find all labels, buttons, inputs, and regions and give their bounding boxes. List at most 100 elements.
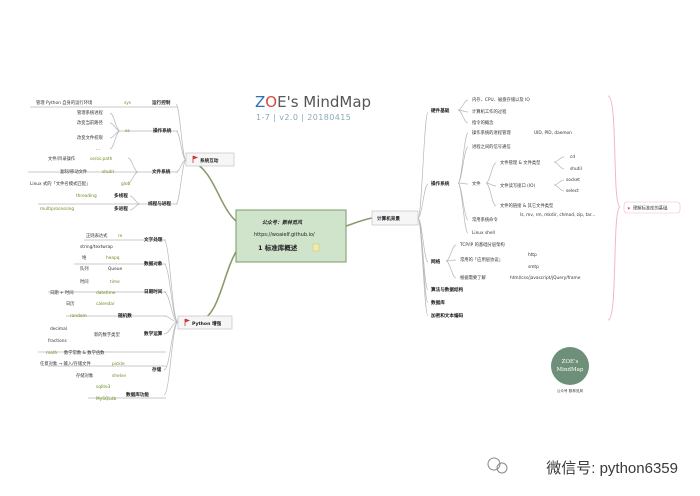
node-calendar: 日历 (66, 301, 75, 307)
node-app-protocols: 常用的「应用层协议」 (460, 256, 503, 263)
module-fractions[interactable]: fractions (48, 338, 68, 344)
module-decimal[interactable]: decimal (50, 326, 67, 332)
mindmap-title: ZOE's MindMap 1-7 | v2.0 | 20180415 (255, 93, 371, 122)
flag-icon (184, 318, 191, 326)
node-hw-3: 指令的概念 (472, 119, 494, 126)
node-hw-1: 内存、CPU、磁盘存储以及 IO (472, 96, 530, 103)
node-os-chdir: 改变当前路径 (77, 119, 103, 126)
right-branch: 硬件基础 内存、CPU、磁盘存储以及 IO 计算机工作的过程 指令的概念 操作系… (417, 96, 595, 319)
module-os[interactable]: os (125, 129, 131, 134)
branch-sys-label: 系统互动 (200, 157, 219, 164)
category-filesystem[interactable]: 文件系统 (152, 168, 171, 175)
node-cd: cd (570, 154, 575, 160)
center-node[interactable]: 公众号：数林觅风 https://woaielf.github.io/ 1 标准… (235, 209, 347, 263)
category-runtime[interactable]: 运行控制 (152, 99, 171, 106)
node-hw-basics[interactable]: 硬件基础 (431, 107, 450, 114)
module-math[interactable]: math (46, 350, 58, 356)
center-line3: 1 标准库概述 (258, 243, 298, 252)
title-rest: 's MindMap (287, 93, 372, 111)
node-regex: 正则表达式 (86, 232, 108, 239)
category-thread-process[interactable]: 线程与进程 (148, 200, 171, 207)
node-file-mgmt: 文件管理 & 文件类型 (500, 159, 541, 166)
center-line2: https://woaielf.github.io/ (254, 232, 315, 238)
module-string-textwrap[interactable]: string/textwrap (80, 244, 113, 250)
star-icon: ★ (627, 206, 631, 211)
module-shutil[interactable]: shutil (102, 169, 114, 175)
node-glob-note: Linux 式的「文件名模式匹配」 (30, 180, 90, 187)
module-time[interactable]: time (110, 279, 120, 285)
node-database[interactable]: 数据库 (431, 299, 445, 306)
node-math-note: 数学常数 & 数学函数 (64, 349, 105, 356)
node-os-signal: 进程之间的信号通信 (472, 143, 511, 150)
node-encoding[interactable]: 加密和文本编码 (430, 312, 464, 319)
node-hw-2: 计算机工作的过程 (472, 108, 507, 115)
left-bottom-branch: 正则表达式 re 文字处理 string/textwrap 堆 heapq 数据… (38, 232, 179, 402)
title-e: E (277, 93, 286, 111)
summary-label: 理解标准库的基础 (633, 205, 667, 212)
node-os-proc-mgmt: 操作系统的进程管理 (472, 129, 511, 136)
node-store-objects: 存储对象 (76, 372, 94, 379)
category-database[interactable]: 数据库功能 (126, 391, 149, 398)
node-web-stack: html/css/javascript/jQuery/frame (510, 275, 581, 281)
category-datetime[interactable]: 日期时间 (144, 288, 163, 295)
node-network[interactable]: 网络 (431, 258, 441, 265)
node-file-io: 文件读写接口 (IO) (500, 182, 535, 189)
module-sys[interactable]: sys (124, 101, 132, 106)
node-file-ops: 文件/目录操作 (48, 155, 76, 162)
category-multiprocess[interactable]: 多进程 (114, 205, 128, 212)
flag-icon (192, 155, 199, 163)
module-random[interactable]: random (70, 313, 87, 319)
node-time: 时间 (80, 278, 89, 285)
node-linux-shell: Linux shell (472, 230, 495, 236)
module-glob[interactable]: glob (121, 181, 131, 187)
module-pickle[interactable]: pickle (112, 361, 125, 367)
branch-sys-interact[interactable]: 系统互动 (185, 152, 235, 167)
node-select: select (566, 188, 579, 194)
node-os-file: 文件 (472, 180, 481, 187)
module-queue[interactable]: Queue (108, 266, 122, 272)
module-re[interactable]: re (118, 233, 123, 239)
module-shelve[interactable]: shelve (112, 373, 126, 379)
category-storage[interactable]: 存储 (152, 366, 162, 373)
category-os[interactable]: 操作系统 (153, 127, 172, 134)
title-z: Z (255, 93, 265, 111)
trunk-cs (345, 217, 373, 227)
note-icon (312, 243, 320, 252)
category-math[interactable]: 数学运算 (144, 330, 163, 337)
node-os[interactable]: 操作系统 (431, 180, 450, 187)
module-datetime[interactable]: datetime (96, 290, 116, 296)
branch-cs-background[interactable]: 计算机背景 (371, 210, 419, 226)
node-tcpip: TCP/IP 的基础分层架构 (459, 241, 505, 248)
module-multiprocessing[interactable]: multiprocessing (40, 206, 74, 212)
node-cmd-note: ls, mv, rm, mkdir, chmod, zip, tar... (520, 212, 595, 218)
branch-cs-label: 计算机背景 (377, 215, 400, 222)
module-sqlite3[interactable]: sqlite3 (96, 384, 111, 390)
summary-bracket (607, 95, 622, 321)
node-sys-cmds: 常用系统命令 (472, 216, 498, 223)
module-threading[interactable]: threading (76, 193, 97, 199)
module-heapq[interactable]: heapq (106, 255, 120, 261)
module-mysqldb[interactable]: MySQLdb (96, 396, 116, 402)
category-random[interactable]: 随机数 (118, 312, 132, 319)
logo-line2: MindMap (557, 367, 584, 373)
module-calendar[interactable]: calendar (96, 301, 115, 307)
trunk-python (197, 249, 238, 323)
branch-python-enhance[interactable]: Python 增强 (177, 315, 233, 330)
module-os-path[interactable]: os/os.path (90, 156, 113, 162)
category-data-objects[interactable]: 数据对象 (144, 260, 163, 267)
wechat-icon (487, 457, 508, 474)
right-summary[interactable]: ★ 理解标准库的基础 (623, 201, 681, 214)
node-os-process: 管理系统进程 (77, 109, 103, 116)
trunk-sys (189, 159, 238, 223)
node-smtp: smtp (528, 264, 539, 270)
node-copy-move: 复制/移动文件 (60, 168, 88, 175)
node-shutil-r: shutil (570, 166, 582, 172)
node-http: http (528, 252, 537, 258)
category-text[interactable]: 文字处理 (144, 236, 163, 243)
node-algorithms[interactable]: 算法与数据结构 (431, 286, 464, 293)
logo-line1: ZOE's (562, 359, 579, 365)
node-queue: 队列 (80, 265, 89, 272)
node-os-more: ... (96, 147, 100, 152)
node-os-chmod: 改变文件权限 (77, 134, 103, 141)
category-multithread[interactable]: 多线程 (114, 192, 128, 199)
